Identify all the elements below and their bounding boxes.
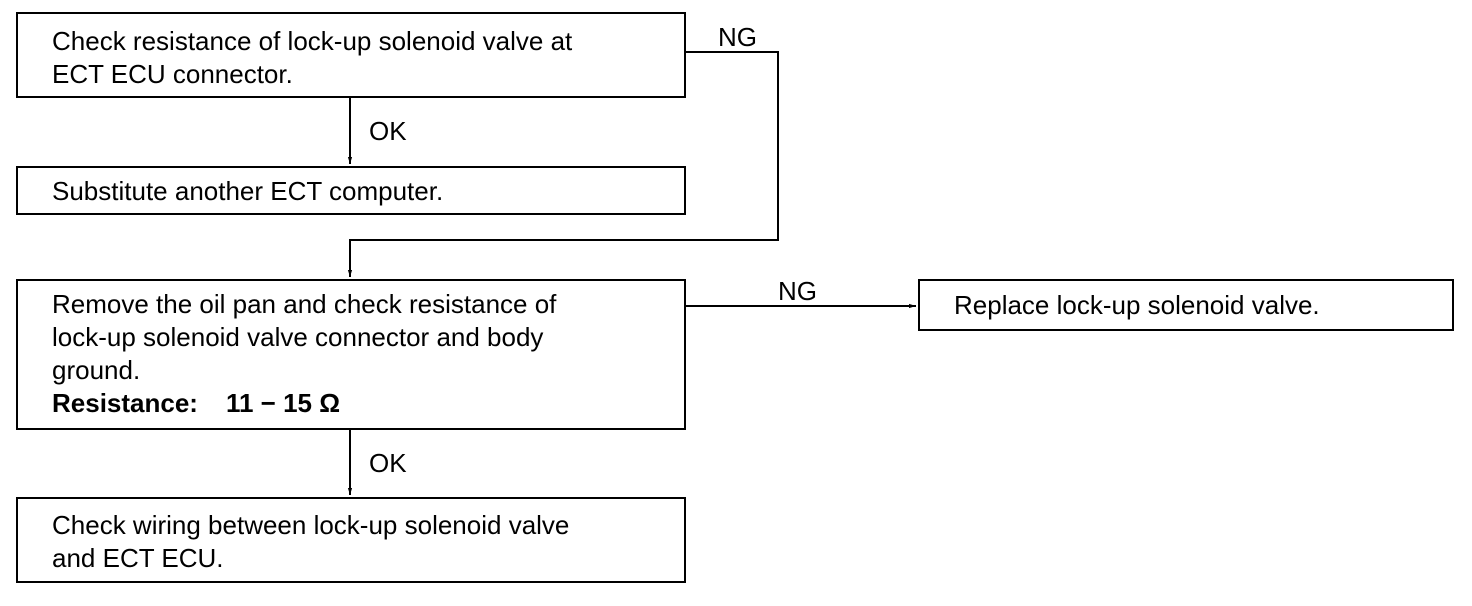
- step-text-line: and ECT ECU.: [52, 543, 224, 573]
- step-text-line: Replace lock-up solenoid valve.: [954, 290, 1320, 320]
- spec-value: 11 − 15 Ω: [225, 388, 341, 418]
- resistance-spec: Resistance: 11 − 15 Ω: [52, 387, 684, 420]
- step-check-wiring: Check wiring between lock-up solenoid va…: [16, 497, 686, 583]
- step-text-line: lock-up solenoid valve connector and bod…: [52, 322, 544, 352]
- ng-label-1: NG: [718, 22, 757, 52]
- step-text-line: ground.: [52, 355, 141, 385]
- step-remove-oil-pan: Remove the oil pan and check resistance …: [16, 279, 686, 430]
- step-text-line: ECT ECU connector.: [52, 59, 293, 89]
- step-text-line: Remove the oil pan and check resistance …: [52, 289, 557, 319]
- step-text-line: Check resistance of lock-up solenoid val…: [52, 26, 573, 56]
- step-check-resistance-ecu: Check resistance of lock-up solenoid val…: [16, 12, 686, 98]
- step-replace-solenoid: Replace lock-up solenoid valve.: [918, 279, 1454, 331]
- ng-label-2: NG: [778, 276, 817, 306]
- step-substitute-computer: Substitute another ECT computer.: [16, 166, 686, 215]
- spec-label: Resistance:: [52, 388, 198, 418]
- ng-connector-1: [347, 51, 779, 277]
- step-text-line: Check wiring between lock-up solenoid va…: [52, 510, 570, 540]
- ok-label-2: OK: [369, 448, 407, 478]
- ok-label-1: OK: [369, 116, 407, 146]
- step-text-line: Substitute another ECT computer.: [52, 176, 444, 206]
